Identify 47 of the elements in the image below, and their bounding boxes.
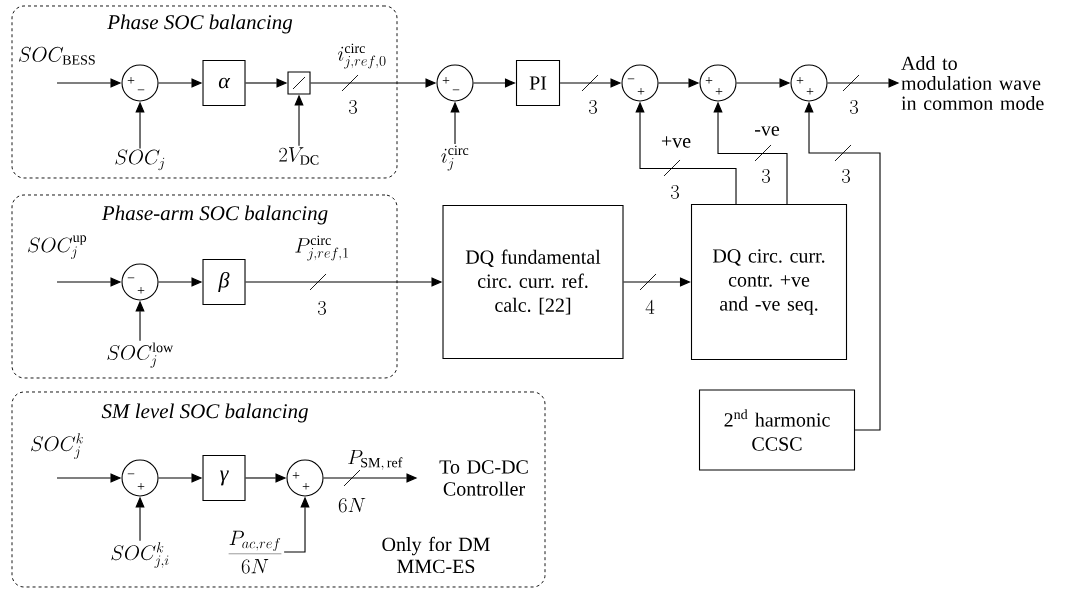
output-label: Add to modulation wave in common mode: [901, 55, 1044, 110]
signal-label: $SOC_{j}^{\mathrm{low}}$: [107, 342, 174, 368]
group-heading: Phase-arm SOC balancing: [101, 205, 328, 225]
signal-label: -ve: [755, 126, 780, 136]
group-heading: Phase SOC balancing: [107, 14, 293, 34]
signal-label: $P_{j,ref,1}^{\mathrm{circ}}$: [295, 235, 348, 261]
divider-block: [287, 71, 311, 95]
signal-label: $SOC_{j,i}^{k}$: [111, 542, 169, 568]
summing-junction: + +: [286, 459, 324, 497]
signal-label: $i_{j}^{\mathrm{circ}}$: [441, 145, 469, 171]
process-box: DQ circ. curr. contr. +ve and -ve seq.: [690, 203, 848, 361]
signal-label: $SOC_{\mathrm{BESS}}$: [18, 46, 95, 65]
summing-junction: + +: [699, 64, 737, 102]
gain-block: γ: [202, 454, 246, 502]
bus-width-label: $3$: [316, 300, 328, 316]
process-box: 2$^{nd}$ harmonic CCSC: [698, 389, 856, 471]
output-label: To DC-DC Controller: [439, 460, 528, 496]
bus-width-label: $4$: [644, 299, 656, 315]
gain-block: β: [202, 258, 246, 306]
summing-junction: + +: [790, 64, 828, 102]
bus-width-label: $3$: [669, 184, 681, 200]
controller-block: PI: [515, 59, 561, 107]
signal-label: $SOC_{j}$: [115, 149, 165, 171]
signal-label: $SOC_{j}^{k}$: [31, 433, 83, 459]
bus-width-label: $6N$: [337, 496, 367, 514]
signal-label: +ve: [661, 136, 691, 148]
bus-width-label: $3$: [347, 99, 359, 115]
gain-block: α: [202, 59, 246, 107]
signal-label: $2V_{\mathrm{DC}}$: [279, 147, 319, 165]
process-box: DQ fundamental circ. curr. ref. calc. [22]: [442, 204, 624, 360]
summing-junction: + −: [121, 64, 159, 102]
summing-junction: + −: [436, 64, 474, 102]
bus-width-label: $3$: [587, 99, 599, 115]
arrow: [623, 273, 691, 291]
signal-label: $i_{j,ref,0}^{\mathrm{circ}}$: [338, 43, 386, 69]
summing-junction: − +: [121, 263, 159, 301]
signal-label: $SOC_{j}^{\mathrm{up}}$: [27, 235, 87, 259]
note: Only for DM MMC-ES: [382, 536, 490, 574]
summing-junction: − +: [621, 64, 659, 102]
summing-junction: − +: [121, 459, 159, 497]
group-heading: SM level SOC balancing: [101, 403, 308, 423]
bus-width-label: $3$: [840, 168, 852, 184]
fraction-label: $\frac{P_{ac,ref}}{6N}$: [228, 530, 282, 574]
signal-label: $P_{\mathrm{SM,\,ref}}$: [348, 449, 403, 470]
bus-width-label: $3$: [848, 99, 860, 115]
arrow: [473, 78, 516, 88]
bus-width-label: $3$: [760, 168, 772, 184]
